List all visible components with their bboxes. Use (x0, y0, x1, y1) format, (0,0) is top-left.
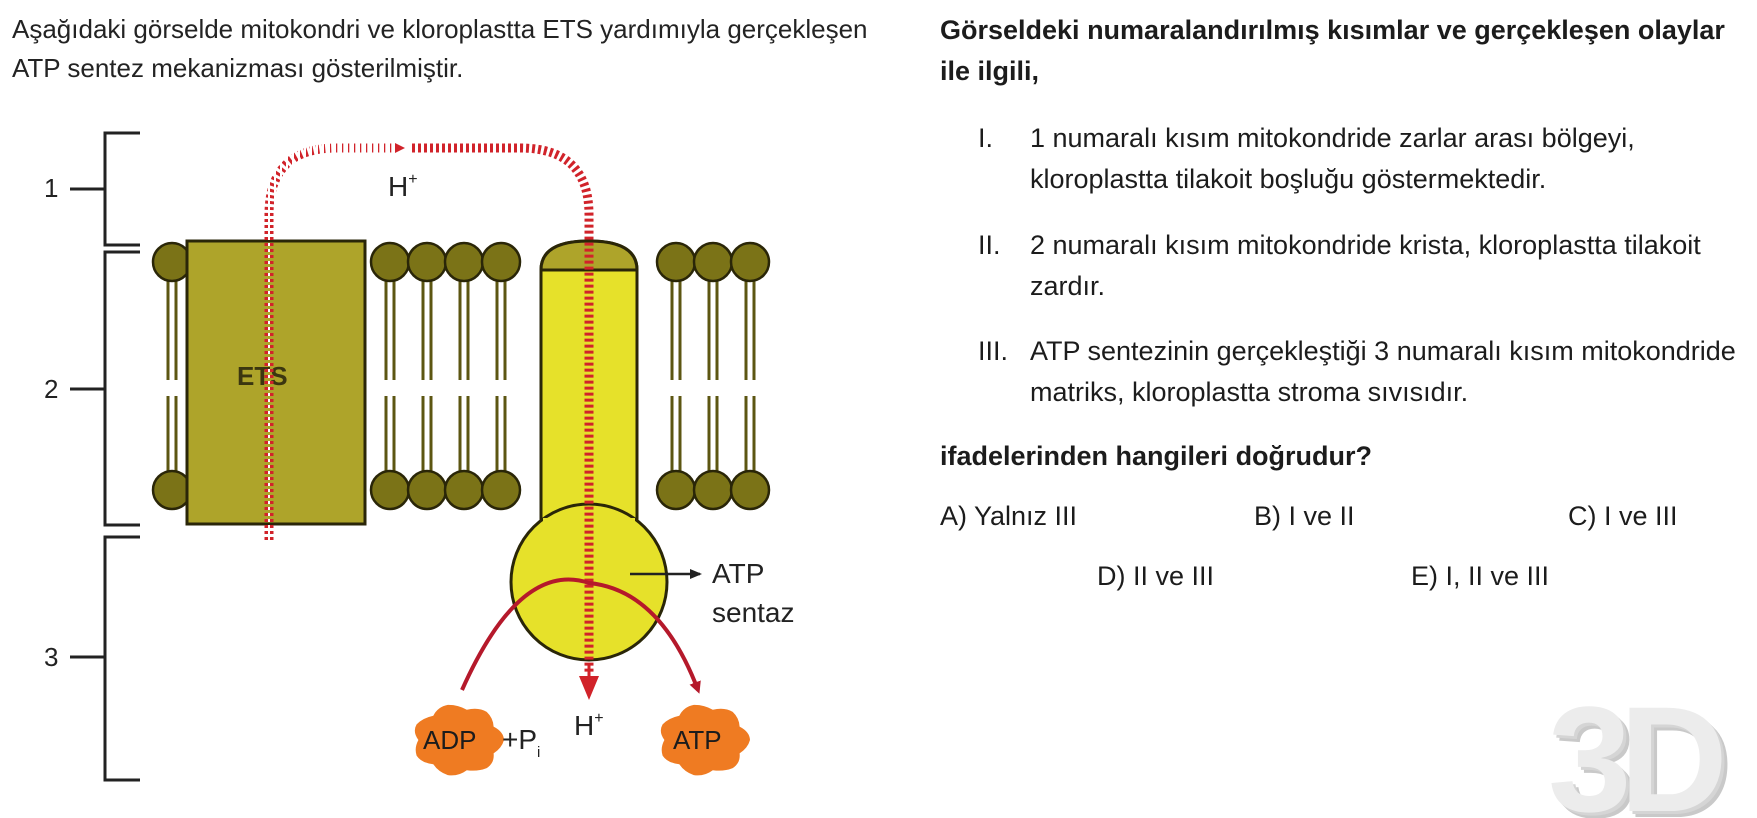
intro-text: Aşağıdaki görselde mitokondri ve kloropl… (12, 14, 868, 83)
statement-2-number: II. (978, 230, 1001, 260)
3d-logo: 3D (1548, 700, 1728, 818)
lipid-head (369, 469, 411, 511)
adp-molecule: ADP (414, 704, 504, 776)
question-prompt: ifadelerinden hangileri doğrudur? (940, 441, 1373, 471)
region-2-bracket (70, 250, 140, 527)
region-3-label: 3 (44, 642, 58, 672)
option-e[interactable]: E) I, II ve III (1411, 561, 1550, 591)
lipid-head (480, 241, 522, 283)
region-2-label: 2 (44, 374, 58, 404)
lipid-head (369, 241, 411, 283)
atp-synthase-label-line2: sentaz (712, 597, 795, 628)
atp-synthesis-diagram: 1 2 3 ETS H+ ATP sentaz H+ ADP +Pi ATP (44, 131, 795, 782)
statement-3-text: ATP sentezinin gerçekleştiği 3 numaralı … (1030, 336, 1736, 407)
region-1-label: 1 (44, 173, 58, 203)
ets-protein (185, 239, 367, 526)
lipid-head (692, 469, 734, 511)
phospholipid-bilayer (151, 241, 771, 511)
lipid-head (655, 469, 697, 511)
option-b[interactable]: B) I ve II (1254, 501, 1355, 531)
adp-label: ADP (423, 725, 476, 755)
lipid-head (729, 241, 771, 283)
atp-label: ATP (673, 725, 722, 755)
option-a[interactable]: A) Yalnız III (940, 501, 1078, 531)
lipid-head (151, 241, 193, 283)
question-stem: Görseldeki numaralandırılmış kısımlar ve… (940, 15, 1725, 86)
option-c[interactable]: C) I ve III (1568, 501, 1678, 531)
lipid-head (692, 241, 734, 283)
statement-1-number: I. (978, 123, 994, 153)
ets-label: ETS (237, 361, 288, 391)
atp-molecule: ATP (660, 704, 750, 776)
adp-to-atp-reaction-arrow (460, 577, 701, 694)
lipid-head (655, 241, 697, 283)
region-1-bracket (70, 131, 140, 247)
h-plus-bottom-label: H+ (574, 710, 604, 741)
lipid-head (443, 469, 485, 511)
proton-gradient-arrow (264, 143, 599, 700)
statement-1-text: 1 numaralı kısım mitokondride zarlar ara… (1030, 123, 1635, 194)
region-3-bracket (70, 535, 140, 782)
lipid-head (480, 469, 522, 511)
lipid-head (151, 469, 193, 511)
lipid-head (729, 469, 771, 511)
lipid-head (406, 469, 448, 511)
statement-3-number: III. (978, 336, 1009, 366)
h-plus-top-label: H+ (388, 171, 418, 202)
phosphate-label: +Pi (502, 724, 540, 761)
lipid-head (443, 241, 485, 283)
lipid-head (406, 241, 448, 283)
option-d[interactable]: D) II ve III (1097, 561, 1215, 591)
statement-2-text: 2 numaralı kısım mitokondride krista, kl… (1030, 230, 1701, 301)
atp-synthase-label-line1: ATP (712, 558, 764, 589)
